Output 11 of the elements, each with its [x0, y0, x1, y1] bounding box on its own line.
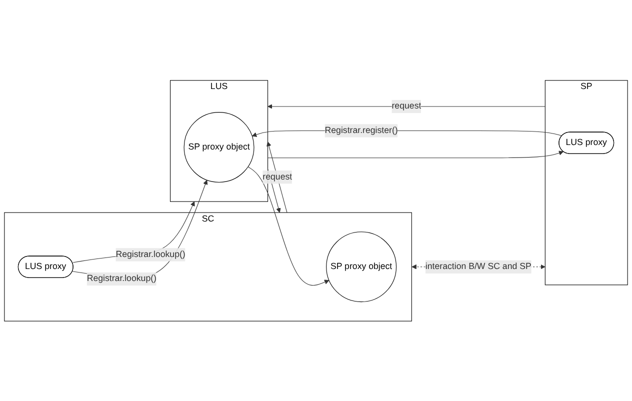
- node-circle: SP proxy object: [184, 112, 254, 182]
- node-circle: SP proxy object: [326, 231, 397, 302]
- edge-label: interaction B/W SC and SP: [425, 262, 532, 271]
- edge-label: request: [392, 101, 422, 111]
- arrow: [268, 150, 564, 158]
- arrow: [268, 104, 546, 109]
- edge-label: Registrar.register(): [324, 126, 398, 135]
- edge-label: Registrar.lookup(): [116, 249, 186, 259]
- arrow: [72, 201, 195, 262]
- edge-label: request: [262, 172, 292, 182]
- edge-label: Registrar.lookup(): [86, 274, 156, 284]
